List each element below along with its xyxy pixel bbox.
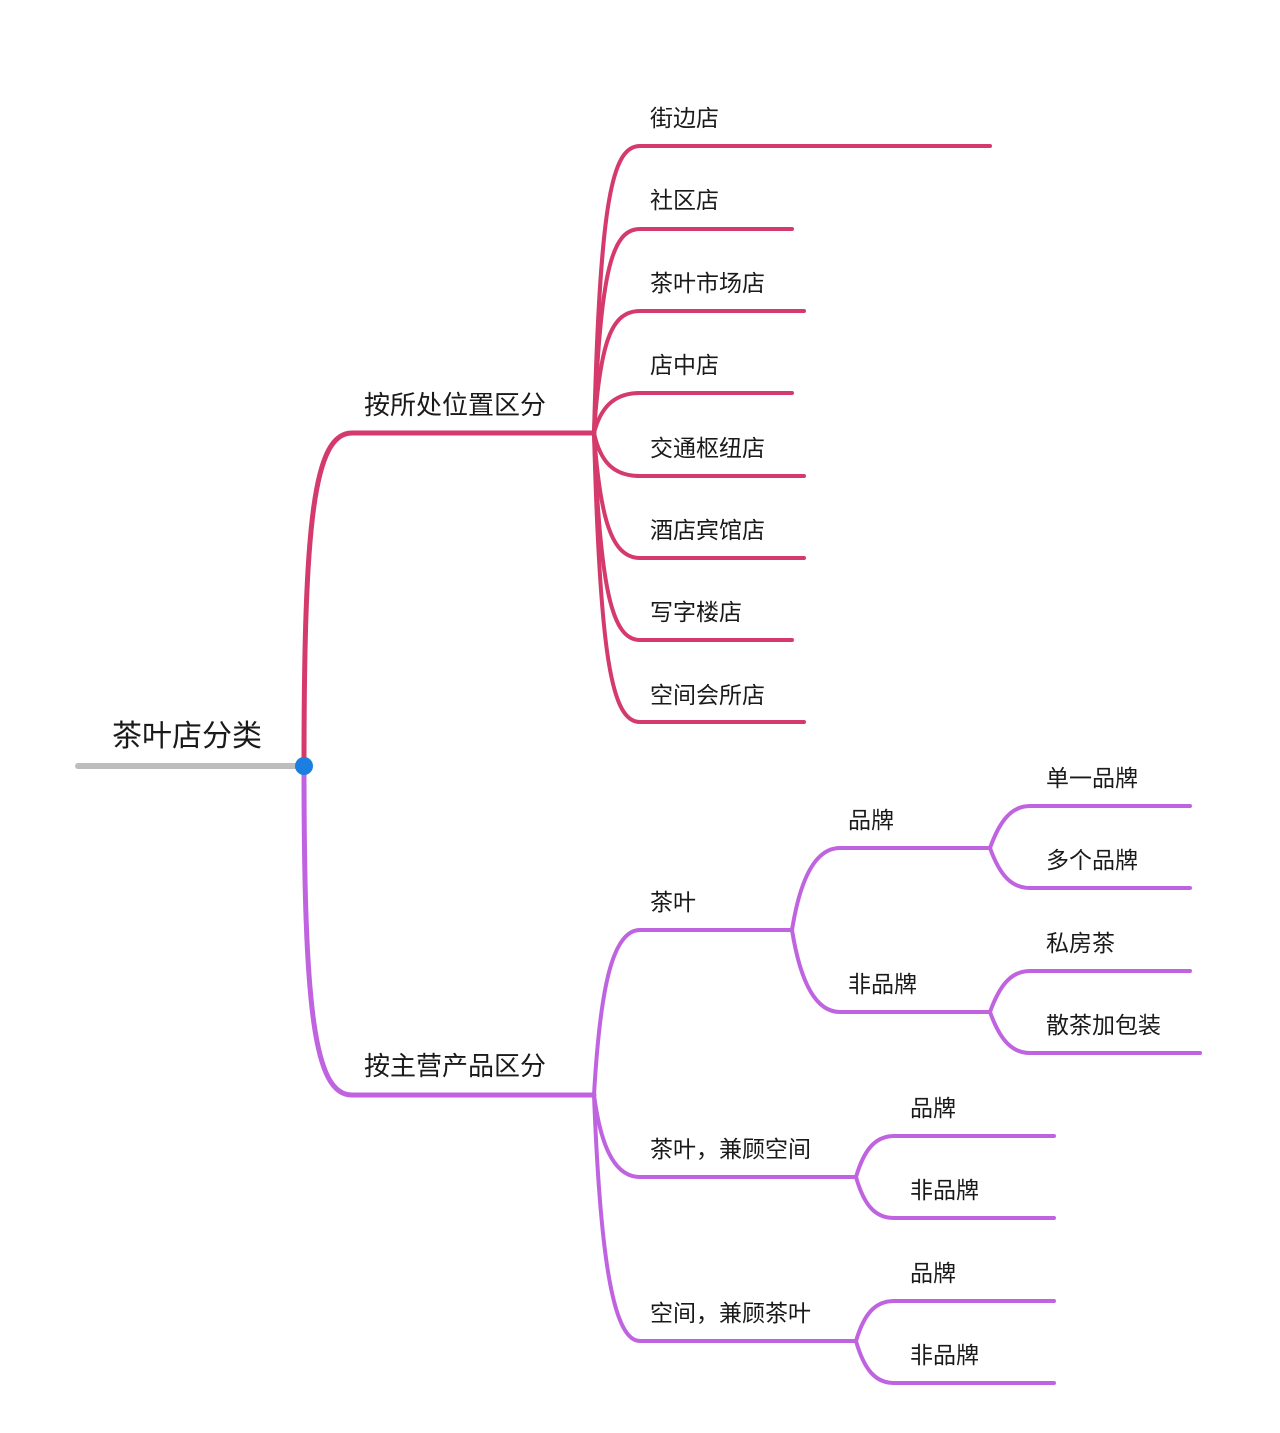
space-tea-item-label: 品牌 — [910, 1261, 956, 1287]
tea-space-item-label: 品牌 — [910, 1096, 956, 1122]
space-tea-item-curve — [854, 1339, 1056, 1385]
nonbrand-item-curve — [988, 969, 1192, 1014]
tea-nonbrand-curve — [790, 928, 992, 1014]
root-node-dot[interactable] — [295, 757, 313, 775]
space-tea-item-label: 非品牌 — [910, 1343, 979, 1369]
nonbrand-item-curve — [988, 1010, 1202, 1055]
location-item-label: 街边店 — [650, 106, 719, 132]
brand-item-label: 多个品牌 — [1046, 848, 1138, 874]
location-branch-curve — [301, 430, 597, 769]
root-label: 茶叶店分类 — [112, 719, 262, 754]
tea-space-item-curve — [854, 1134, 1056, 1179]
brand-item-curve — [988, 804, 1192, 850]
location-item-label: 酒店宾馆店 — [650, 518, 765, 544]
location-item-label: 交通枢纽店 — [650, 436, 765, 462]
product-tea-curve — [592, 928, 794, 1097]
location-item-label: 社区店 — [650, 188, 719, 214]
tea-nonbrand-label: 非品牌 — [848, 972, 917, 998]
location-leaf-curve — [592, 309, 806, 435]
location-leaf-curve — [592, 431, 806, 724]
nonbrand-item-label: 散茶加包装 — [1046, 1013, 1161, 1039]
space-tea-item-curve — [854, 1299, 1056, 1343]
product-branch-curve — [301, 763, 597, 1098]
location-item-label: 茶叶市场店 — [650, 271, 765, 297]
brand-item-curve — [988, 846, 1192, 890]
location-branch-label: 按所处位置区分 — [364, 391, 546, 421]
product-branch-label: 按主营产品区分 — [364, 1052, 546, 1082]
location-leaf-curve — [592, 391, 794, 435]
tea-brand-label: 品牌 — [848, 808, 894, 834]
product-space-tea-curve — [592, 1093, 858, 1343]
product-subbranches — [592, 804, 1202, 1385]
tea-label: 茶叶 — [650, 890, 696, 916]
location-item-label: 店中店 — [650, 353, 719, 379]
nonbrand-item-label: 私房茶 — [1046, 931, 1115, 957]
tea-space-label: 茶叶，兼顾空间 — [650, 1137, 811, 1163]
tea-space-item-label: 非品牌 — [910, 1178, 979, 1204]
product-tea-space-curve — [592, 1093, 858, 1179]
brand-item-label: 单一品牌 — [1046, 766, 1138, 792]
tea-space-item-curve — [854, 1175, 1056, 1220]
location-item-label: 写字楼店 — [650, 600, 742, 626]
location-leaf-curve — [592, 227, 794, 435]
tea-brand-curve — [790, 846, 992, 932]
space-tea-label: 空间，兼顾茶叶 — [650, 1301, 811, 1327]
location-leaves — [592, 144, 992, 724]
location-item-label: 空间会所店 — [650, 683, 765, 709]
